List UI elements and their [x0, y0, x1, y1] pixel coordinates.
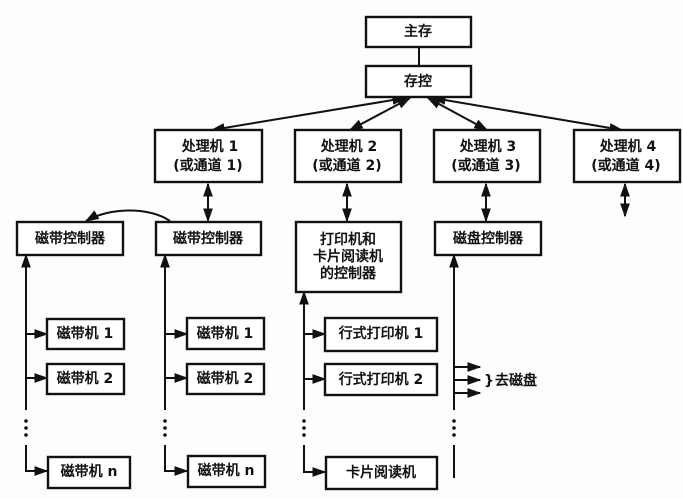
- bus-printer-group: [299, 290, 327, 477]
- tape-drive-g1-n-label: 磁带机 n: [61, 463, 118, 480]
- tape-drive-g2-1-label: 磁带机 1: [197, 325, 254, 342]
- line-printer-2-label: 行式打印机 2: [338, 371, 424, 388]
- card-reader-label: 卡片阅读机: [346, 464, 416, 481]
- memory-controller-box: 存控: [364, 64, 473, 99]
- tape-drive-g1-2-box: 磁带机 2: [45, 362, 126, 396]
- edge-tape-ctrl-2-to-tape-ctrl-1: [84, 209, 171, 222]
- processor-1-label: 处理机 1: [181, 138, 239, 155]
- tape-drive-g1-1-box: 磁带机 1: [45, 317, 126, 351]
- tape-drive-g2-n-box: 磁带机 n: [186, 454, 267, 489]
- main-memory-box: 主存: [364, 15, 473, 49]
- main-memory-label: 主存: [404, 23, 432, 40]
- disk-brace: }: [484, 373, 494, 389]
- processor-1-box: 处理机 1 (或通道 1): [153, 128, 264, 184]
- printer-reader-controller-line-2: 卡片阅读机: [313, 248, 383, 265]
- tape-drive-g1-2-label: 磁带机 2: [57, 370, 114, 387]
- tape-controller-1-box: 磁带控制器: [15, 220, 125, 257]
- tape-controller-2-box: 磁带控制器: [154, 220, 263, 257]
- tape-drive-g1-n-box: 磁带机 n: [46, 455, 132, 490]
- printer-reader-controller-box: 打印机和 卡片阅读机 的控制器: [294, 220, 403, 294]
- tape-controller-2-label: 磁带控制器: [173, 230, 244, 247]
- processor-4-box: 处理机 4 (或通道 4): [572, 128, 682, 184]
- tape-drive-g2-1-box: 磁带机 1: [185, 316, 266, 351]
- edge-controller-p4: [431, 95, 624, 133]
- bus-disk-group: [449, 253, 482, 478]
- memory-controller-label: 存控: [404, 73, 432, 90]
- disk-controller-box: 磁盘控制器: [433, 220, 543, 257]
- line-printer-1-label: 行式打印机 1: [338, 325, 424, 342]
- connectors: [21, 47, 630, 478]
- processor-1-channel-label: (或通道 1): [173, 157, 242, 174]
- processor-3-box: 处理机 3 (或通道 3): [432, 128, 542, 184]
- bus-tape-group-2: [160, 253, 189, 476]
- to-disk-label: 去磁盘: [495, 372, 537, 389]
- line-printer-2-box: 行式打印机 2: [323, 362, 439, 397]
- card-reader-box: 卡片阅读机: [324, 455, 439, 491]
- tape-controller-1-label: 磁带控制器: [35, 230, 106, 247]
- printer-reader-controller-line-1: 打印机和: [320, 231, 376, 248]
- bus-tape-group-1: [21, 253, 49, 476]
- tape-drive-g2-2-box: 磁带机 2: [185, 362, 266, 396]
- tape-drive-g2-2-label: 磁带机 2: [197, 370, 254, 387]
- processor-2-box: 处理机 2 (或通道 2): [293, 128, 403, 184]
- printer-reader-controller-line-3: 的控制器: [320, 265, 377, 282]
- edge-controller-p2: [348, 97, 412, 131]
- processor-3-label: 处理机 3: [459, 138, 517, 155]
- processor-4-channel-label: (或通道 4): [591, 157, 660, 174]
- tape-drive-g1-1-label: 磁带机 1: [57, 325, 114, 342]
- disk-controller-label: 磁盘控制器: [453, 230, 524, 247]
- edge-controller-p1: [210, 95, 407, 133]
- processor-4-label: 处理机 4: [599, 138, 657, 155]
- processor-2-channel-label: (或通道 2): [312, 157, 381, 174]
- tape-drive-g2-n-label: 磁带机 n: [198, 462, 255, 479]
- processor-3-channel-label: (或通道 3): [451, 157, 520, 174]
- line-printer-1-box: 行式打印机 1: [323, 316, 439, 353]
- processor-2-label: 处理机 2: [320, 138, 378, 155]
